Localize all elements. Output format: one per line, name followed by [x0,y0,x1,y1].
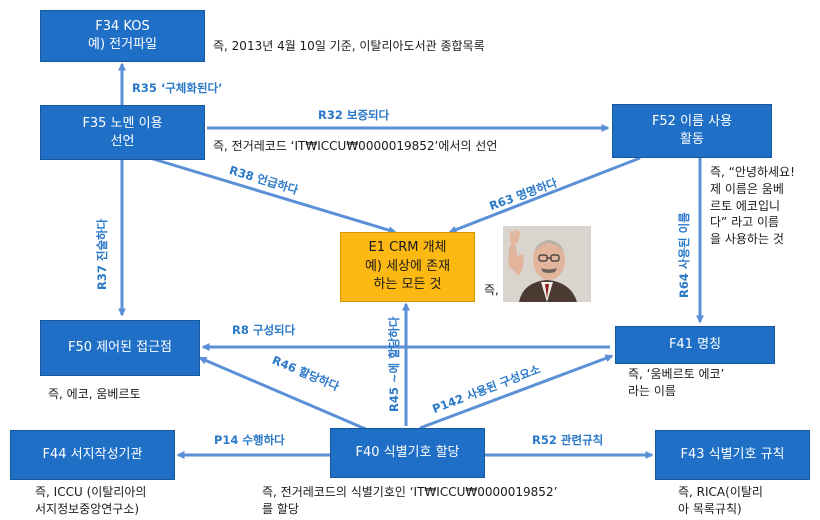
node-f40: F40 식별기호 할당 [330,428,485,478]
edge-label-p14: P14 수행하다 [214,433,285,447]
note-f34: 즉, 2013년 4월 10일 기준, 이탈리아도서관 종합목록 [213,39,485,53]
edge-r46 [198,356,369,432]
node-f35-line2: 선언 [110,133,135,149]
node-e1-line1: E1 CRM 개체 [368,239,447,255]
note-f35: 즉, 전거레코드 ‘IT₩ICCU₩0000019852’에서의 선언 [213,139,498,153]
node-f41-line1: F41 명칭 [668,337,722,353]
node-f43: F43 식별기호 규칙 [655,430,810,480]
edge-label-r37: R37 진술하다 [95,218,109,290]
node-e1-line3: 하는 모든 것 [373,277,442,293]
node-f50: F50 제어된 접근점 [40,320,200,376]
node-f34-line1: F34 KOS [95,19,150,35]
portrait-photo [503,226,591,302]
note-f52-line: 제 이름은 움베 [710,181,784,196]
edge-label-r45: R45 ~에 할당하다 [387,316,401,412]
note-f52-line: 즉, “안녕하세요! [710,165,795,179]
note-f52-line: 을 사용하는 것 [710,232,784,247]
node-e1-line2: 예) 세상에 존재 [364,258,451,274]
note-f43-line: 아 목록규칙) [678,501,742,516]
node-f40-line1: F40 식별기호 할당 [355,445,460,461]
node-e1: E1 CRM 개체 예) 세상에 존재 하는 모든 것 [340,232,475,302]
portrait-illustration [503,226,591,302]
note-photo: 즉, [484,283,499,297]
note-f44-line: 서지정보중앙연구소) [35,501,140,516]
node-f50-line1: F50 제어된 접근점 [67,340,173,356]
node-f34-line2: 예) 전거파일 [87,37,157,52]
note-f52: 즉, “안녕하세요! 제 이름은 움베 르토 에코입니 다” 라고 이름 을 사… [710,164,795,248]
note-f40: 즉, 전거레코드의 식별기호인 ‘IT₩ICCU₩0000019852’ 를 할… [262,484,557,518]
edge-label-r32: R32 보증되다 [318,108,390,122]
edge-label-r64: R64 사용된 이름 [677,212,691,298]
note-f44-line: 즉, ICCU (이탈리아의 [35,485,147,499]
node-f41: F41 명칭 [615,326,775,364]
node-f35-line1: F35 노멘 이용 [82,115,163,131]
node-f44: F44 서지작성기관 [10,430,175,480]
edge-r38 [149,156,397,234]
edge-r142 [419,354,614,430]
node-f35: F35 노멘 이용 선언 [40,105,205,160]
note-f50: 즉, 에코, 움베르토 [48,387,141,401]
note-f44: 즉, ICCU (이탈리아의 서지정보중앙연구소) [35,484,146,518]
edge-label-r52: R52 관련규칙 [532,433,604,447]
node-f44-line1: F44 서지작성기관 [42,447,143,463]
note-f52-line: 다” 라고 이름 [710,215,780,230]
note-f41-line: 라는 이름 [628,383,676,398]
note-f43: 즉, RICA(이탈리 아 목록규칙) [678,484,763,518]
note-f40-line: 즉, 전거레코드의 식별기호인 ‘IT₩ICCU₩0000019852’ [262,485,558,499]
node-f52: F52 이름 사용 활동 [612,104,772,158]
node-f52-line1: F52 이름 사용 [651,114,733,130]
node-f34: F34 KOS 예) 전거파일 [40,10,205,62]
node-f52-line2: 활동 [680,132,704,147]
node-f43-line1: F43 식별기호 규칙 [680,447,785,463]
note-f43-line: 즉, RICA(이탈리 [678,485,763,499]
note-f41-line: 즉, ‘움베르토 에코’ [628,367,725,381]
edge-r63 [448,156,641,234]
edge-label-r35: R35 ‘구체화된다’ [132,81,223,95]
note-f41: 즉, ‘움베르토 에코’ 라는 이름 [628,366,724,400]
note-f52-line: 르토 에코입니 [710,198,781,213]
edge-label-r8: R8 구성되다 [232,323,296,337]
note-f40-line: 를 할당 [262,501,299,516]
